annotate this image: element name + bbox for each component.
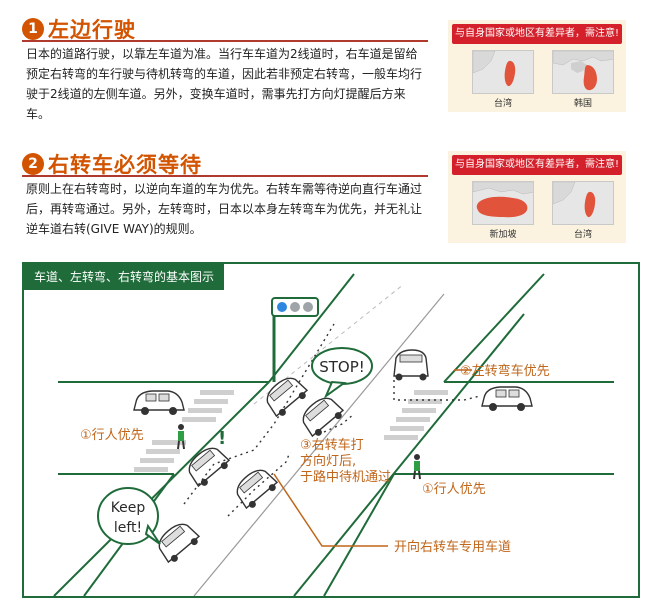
lane-divider [193, 293, 445, 596]
car-icon [236, 469, 279, 510]
path-arrow [227, 451, 291, 517]
label-left-turn-priority: ②左转弯车优先 [460, 364, 550, 379]
section-body: 日本的道路行驶，以靠左车道为准。当行车车道为2线道时，右车道是留给预定右转弯的车… [26, 47, 423, 121]
taiwan-map-icon [552, 181, 614, 225]
label-pedestrian-priority: ①行人优先 [80, 428, 144, 443]
section-number-badge: 1 [22, 18, 44, 40]
crosswalk-bottom-left [134, 440, 186, 472]
exclaim-mark: ! [218, 428, 226, 449]
road-edge [293, 313, 525, 596]
traffic-light-icon [271, 297, 319, 382]
crosswalk-top-left [182, 390, 234, 422]
car-icon [481, 386, 533, 411]
road-edge [268, 273, 355, 383]
path-arrow [183, 323, 335, 505]
section-body: 原则上在右转弯时，以逆向车道的车为优先。右转车需等待逆向直行车通过后，再转弯通过… [26, 182, 423, 236]
car-icon [302, 397, 345, 438]
car-icon [393, 349, 429, 381]
section-heading: 1 左边行驶 [22, 14, 136, 44]
notice-title: 与自身国家或地区有差异者，需注意! [452, 24, 622, 44]
crosswalk-right [384, 390, 448, 440]
map-caption: 台湾 [573, 230, 592, 240]
car-icon [133, 390, 185, 415]
path-arrow [393, 380, 481, 401]
road-edge [323, 473, 395, 596]
label-line: 于路中待机通过 [300, 470, 392, 485]
pedestrian-icon [177, 424, 185, 450]
keep-left-speech-bubble: Keep left! [97, 487, 161, 545]
label-right-turn-wait: ③右转车打 方向灯后, 于路中待机通过 [300, 438, 391, 486]
pedestrian-icon [413, 454, 421, 480]
stop-speech-bubble: STOP! [311, 347, 373, 399]
car-icon [158, 523, 201, 564]
keep-left-text: left! [114, 520, 142, 536]
notice-title: 与自身国家或地区有差异者，需注意! [452, 155, 622, 175]
car-icon [266, 377, 309, 418]
path-arrow [323, 413, 355, 433]
section-title: 左边行驶 [48, 18, 136, 42]
map-caption: 新加坡 [489, 230, 517, 240]
stop-text: STOP! [319, 358, 365, 376]
keep-left-text: Keep [111, 500, 146, 516]
road-edge [53, 381, 270, 596]
car-icon [188, 447, 231, 488]
label-pedestrian-priority: ①行人优先 [422, 482, 486, 497]
section-keep-left: 1 左边行驶 日本的道路行驶，以靠左车道为准。当行车车道为2线道时，右车道是留给… [0, 0, 660, 145]
korea-map-icon [552, 50, 614, 94]
intersection-diagram: 车道、左转弯、右转弯的基本图示 [22, 262, 640, 598]
singapore-map-icon [472, 181, 534, 225]
map-caption: 台湾 [493, 99, 512, 109]
diagram-title: 车道、左转弯、右转弯的基本图示 [24, 264, 225, 290]
label-right-turn-lane: 开向右转车专用车道 [394, 540, 512, 555]
notice-box: 与自身国家或地区有差异者，需注意! 台湾 韩国 [448, 20, 626, 112]
section-title: 右转车必须等待 [48, 153, 202, 177]
label-line: ③右转车打 [300, 438, 364, 453]
section-right-turn-wait: 2 右转车必须等待 原则上在右转弯时，以逆向车道的车为优先。右转车需等待逆向直行… [0, 145, 660, 250]
map-caption: 韩国 [573, 99, 592, 109]
taiwan-map-icon [472, 50, 534, 94]
section-heading: 2 右转车必须等待 [22, 149, 202, 179]
notice-box: 与自身国家或地区有差异者，需注意! 新加坡 台湾 [448, 151, 626, 243]
label-line: 方向灯后, [300, 454, 357, 469]
road-edge [443, 273, 545, 383]
heading-underline [22, 40, 428, 42]
callout-line [273, 473, 388, 547]
section-number-badge: 2 [22, 153, 44, 175]
heading-underline [22, 175, 428, 177]
intersection-illustration: STOP! Keep left! ! [53, 273, 614, 596]
